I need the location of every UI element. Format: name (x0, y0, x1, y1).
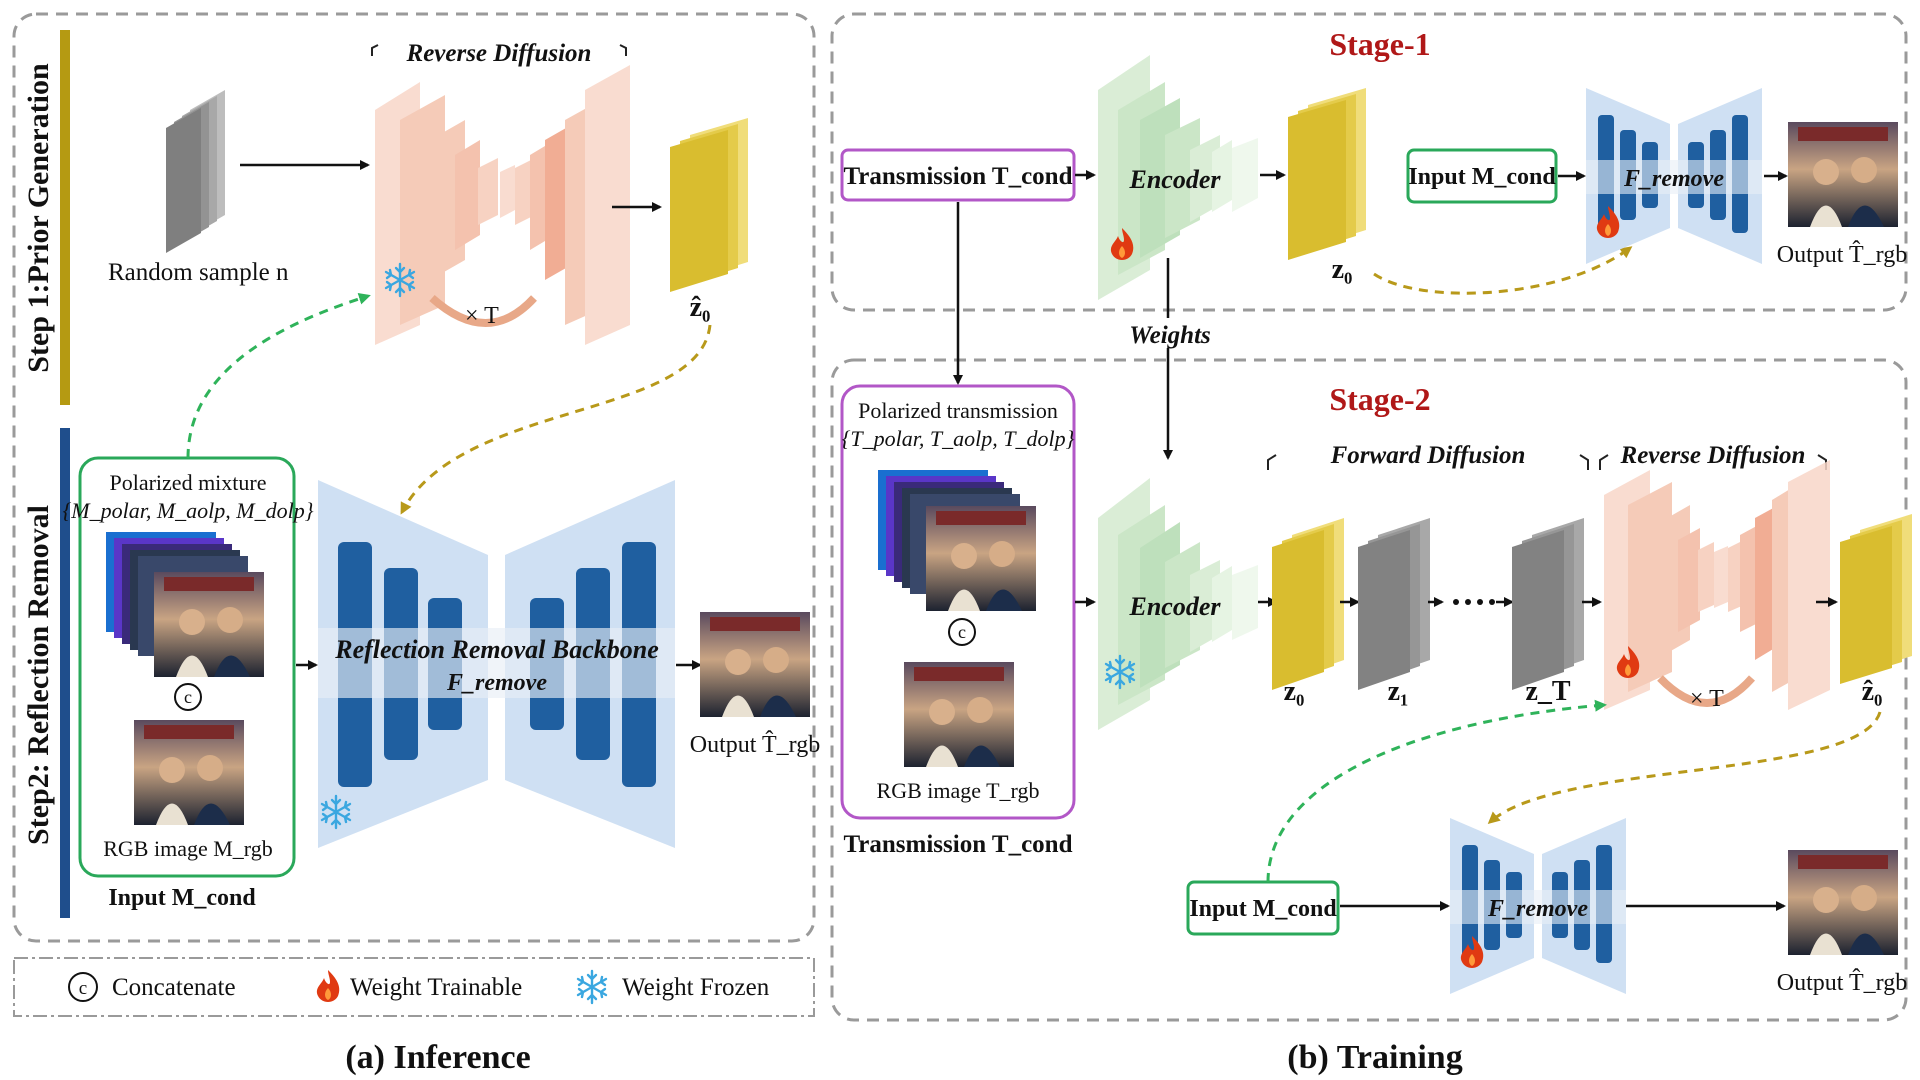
concat-icon (68, 972, 98, 1002)
concat-symbol-b: c (958, 622, 966, 642)
polarized-mixture-label: Polarized mixture (109, 470, 266, 495)
z1-label: z₁ (1388, 676, 1409, 707)
ellipsis-dots (1453, 599, 1495, 605)
output-label-stage2: Output T̂_rgb (1777, 968, 1907, 996)
z0-hat-label-b: ẑ₀ (1862, 676, 1883, 707)
step1-bar (60, 30, 70, 405)
output-label-stage1: Output T̂_rgb (1777, 240, 1907, 268)
encoder-stage1-label: Encoder (1129, 165, 1222, 194)
legend-trainable: Weight Trainable (350, 974, 522, 1001)
times-t-label: × T (465, 303, 499, 329)
encoder-stage2 (1098, 478, 1258, 730)
dashed-arrow-z0hat-to-fremove (1487, 711, 1882, 824)
rgb-image-trgb-label: RGB image T_rgb (877, 778, 1040, 803)
encoder-stage2-label: Encoder (1129, 592, 1222, 621)
z1-latent (1358, 518, 1430, 690)
transmission-tcond-label: Transmission T_cond (843, 163, 1072, 190)
rgb-photo-mrgb (134, 720, 244, 825)
z0-latent-stage2 (1272, 518, 1344, 690)
zT-label: z_T (1525, 676, 1570, 707)
caption-inference: (a) Inference (345, 1039, 530, 1076)
legend-frozen: Weight Frozen (622, 974, 770, 1001)
reverse-diffusion-label-b: Reverse Diffusion (1620, 442, 1806, 469)
forward-diffusion-brace (1267, 454, 1589, 470)
reflection-removal-backbone (318, 480, 675, 848)
reverse-diffusion-brace (371, 44, 627, 56)
transmission-tcond-bottom-label: Transmission T_cond (843, 831, 1072, 858)
stage1-label: Stage-1 (1329, 26, 1430, 62)
input-mcond-label-stage1: Input M_cond (1408, 164, 1556, 190)
flame-icon (316, 970, 340, 1002)
backbone-title: Reflection Removal Backbone (334, 635, 659, 664)
output-label-a: Output T̂_rgb (690, 730, 820, 758)
input-mcond-box-stage1 (1406, 148, 1558, 204)
zT-latent (1512, 518, 1584, 690)
random-sample-stack (166, 90, 225, 253)
z0-label-stage2: z₀ (1284, 676, 1305, 707)
legend-box (13, 957, 815, 1017)
concat-icon (174, 683, 202, 711)
z0-hat-label: ẑ₀ (690, 292, 711, 323)
z0-label-stage1: z₀ (1332, 254, 1353, 285)
reverse-diffusion-unet-b (1604, 460, 1830, 710)
polarized-mixture-set: {M_polar, M_aolp, M_dolp} (62, 498, 313, 523)
output-photo-stage2 (1788, 850, 1898, 955)
loop-arc (429, 295, 537, 327)
output-photo-a (700, 612, 810, 717)
stage1-panel-border (830, 12, 1908, 312)
forward-diffusion-label: Forward Diffusion (1330, 442, 1526, 469)
legend-concat-symbol: c (79, 978, 87, 999)
random-sample-label: Random sample n (108, 259, 289, 286)
fremove-stage2 (1450, 818, 1626, 994)
concat-icon (948, 618, 976, 646)
stage2-label: Stage-2 (1329, 381, 1430, 417)
rgb-image-mrgb-label: RGB image M_rgb (103, 836, 272, 861)
step2-bar (60, 428, 70, 918)
step2-label: Step2: Reflection Removal (22, 505, 55, 845)
snowflake-icon (576, 969, 608, 1005)
dashed-arrow-z0-to-fremove (1373, 246, 1633, 295)
transmission-tcond-box (840, 148, 1076, 202)
fremove-label-stage1: F_remove (1623, 166, 1724, 192)
output-photo-stage1 (1788, 122, 1898, 227)
concat-symbol: c (184, 687, 192, 707)
dashed-arrow-input-to-diffusion (186, 292, 371, 459)
backbone-symbol: F_remove (446, 670, 547, 696)
caption-training: (b) Training (1287, 1039, 1462, 1076)
reverse-diffusion-unet (375, 65, 630, 345)
inference-panel-border (12, 12, 816, 943)
dashed-arrow-latent-to-backbone (400, 324, 712, 515)
weights-label-bg (1126, 318, 1212, 348)
polarized-image-stack (106, 532, 264, 677)
fremove-label-stage2: F_remove (1487, 896, 1588, 922)
z0-latent-stage1 (1288, 88, 1366, 260)
input-mcond-label-stage2: Input M_cond (1189, 896, 1337, 922)
polarized-transmission-stack (878, 470, 1036, 611)
loop-arc-b (1657, 675, 1756, 707)
dashed-arrow-input-to-reverse (1266, 699, 1607, 883)
input-mcond-box-stage2 (1186, 880, 1340, 936)
legend-concatenate: Concatenate (112, 974, 236, 1001)
step1-label: Step 1:Prior Generation (22, 63, 55, 373)
encoder-stage1 (1098, 55, 1258, 300)
stage2-panel-border (830, 358, 1908, 1022)
polarized-transmission-label: Polarized transmission (858, 398, 1058, 423)
rgb-photo-trgb (904, 662, 1014, 767)
weights-label: Weights (1129, 322, 1211, 349)
polarized-transmission-set: {T_polar, T_aolp, T_dolp} (842, 426, 1075, 451)
input-mcond-label: Input M_cond (108, 885, 256, 911)
z0-hat-latent (670, 118, 748, 292)
reverse-diffusion-label: Reverse Diffusion (406, 40, 592, 67)
z0-hat-latent-b (1840, 514, 1912, 684)
times-t-label-b: × T (1690, 686, 1724, 712)
